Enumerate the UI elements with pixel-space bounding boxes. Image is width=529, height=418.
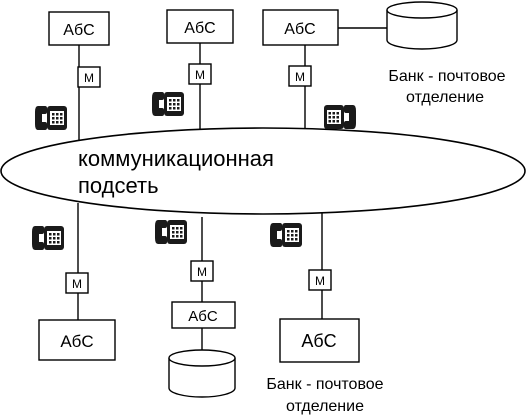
modem-bottom-right: М bbox=[308, 269, 332, 291]
database-cylinder-icon bbox=[168, 349, 236, 398]
telephone-icon bbox=[32, 226, 64, 250]
abs-node-bottom-center: АбС bbox=[171, 301, 236, 329]
abs-label: АбС bbox=[184, 20, 215, 37]
connections-top bbox=[78, 27, 387, 143]
modem-top-right: М bbox=[288, 65, 312, 87]
modem-top-center: М bbox=[188, 63, 212, 85]
abs-label: АбС bbox=[284, 21, 315, 38]
modem-label: М bbox=[72, 277, 82, 291]
abs-label: АбС bbox=[188, 308, 218, 325]
telephone-icon bbox=[324, 105, 356, 129]
modem-label: М bbox=[197, 265, 207, 279]
subnet-label-line1: коммуникационная bbox=[78, 146, 274, 171]
telephone-icon bbox=[155, 220, 187, 244]
connections-bottom bbox=[77, 203, 323, 350]
abs-node-bottom-left: АбС bbox=[38, 319, 116, 361]
communication-subnet bbox=[0, 127, 526, 215]
telephone-icon bbox=[270, 223, 302, 247]
bank-label-top-line2: отделение bbox=[406, 89, 484, 106]
abs-node-bottom-right: АбС bbox=[279, 318, 360, 363]
abs-node-top-left: АбС bbox=[48, 11, 110, 46]
subnet-label-line2: подсеть bbox=[78, 173, 159, 198]
abs-node-top-right: АбС bbox=[262, 9, 339, 46]
abs-node-top-center: АбС bbox=[166, 9, 234, 44]
database-cylinder-icon bbox=[386, 1, 458, 50]
telephone-icon bbox=[152, 92, 184, 116]
bank-label-top-line1: Банк - почтовое bbox=[388, 68, 505, 85]
abs-label: АбС bbox=[63, 22, 94, 39]
modem-label: М bbox=[315, 274, 325, 288]
modem-label: М bbox=[195, 68, 205, 82]
bank-label-bottom-line1: Банк - почтовое bbox=[266, 376, 383, 393]
modem-bottom-center: М bbox=[190, 260, 214, 282]
modem-bottom-left: М bbox=[65, 272, 89, 294]
telephone-icon bbox=[35, 106, 67, 130]
abs-label: АбС bbox=[60, 332, 93, 351]
modem-label: М bbox=[84, 71, 94, 85]
modem-top-left: М bbox=[77, 66, 101, 88]
modem-label: М bbox=[295, 70, 305, 84]
bank-label-bottom-line2: отделение bbox=[286, 398, 364, 415]
abs-label: АбС bbox=[301, 331, 336, 351]
